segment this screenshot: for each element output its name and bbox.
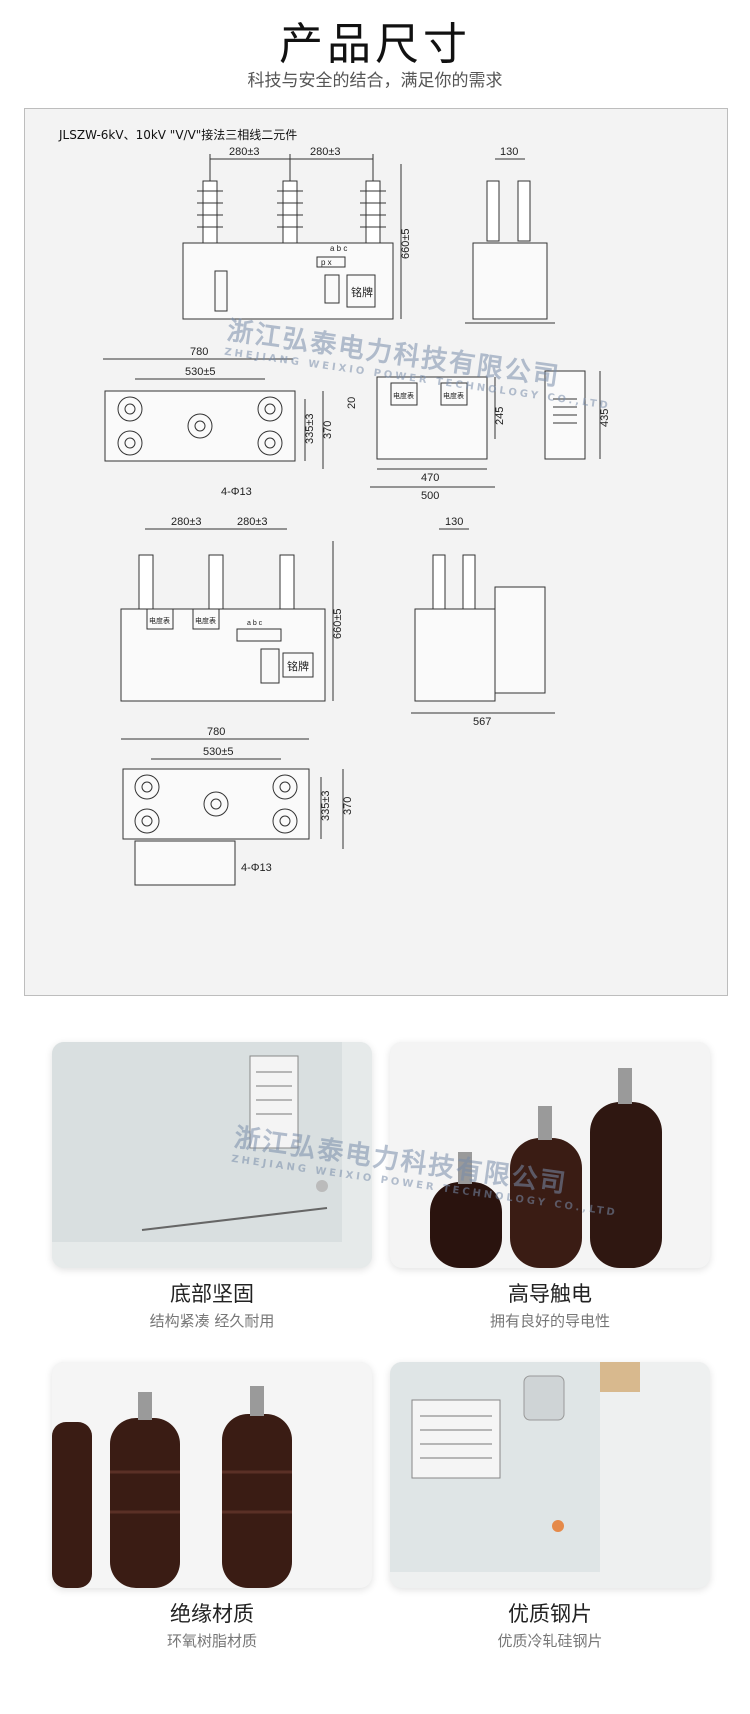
feature-title-base: 底部坚固 (170, 1282, 254, 1306)
box1-dim-side-height: 435 (599, 409, 611, 427)
px-label: p x (321, 258, 332, 267)
feature-image-steel (390, 1362, 710, 1588)
mid-nameplate: 铭牌 (287, 659, 309, 673)
box1-meter-right: 电度表 (443, 391, 464, 400)
box1-dim-width: 500 (421, 490, 439, 502)
mid-meter-left: 电度表 (149, 616, 170, 625)
dim-height: 660±5 (400, 228, 412, 259)
page-subtitle: 科技与安全的结合，满足你的需求 (247, 71, 503, 91)
plan1-dim-depth-inner: 335±3 (304, 413, 316, 444)
plan-view-1: 780 530±5 335±3 370 4-Φ13 (103, 346, 334, 498)
feature-subtitle-steel: 优质冷轧硅钢片 (497, 1632, 603, 1650)
plan1-holes: 4-Φ13 (221, 486, 252, 498)
feature-card-conductor (390, 1042, 710, 1268)
dim-pitch-left: 280±3 (229, 146, 260, 158)
dim-side-width: 130 (500, 146, 518, 158)
plan2-dim-depth: 370 (342, 797, 354, 815)
box1-dim-top: 20 (346, 397, 358, 409)
plan1-dim-depth: 370 (322, 421, 334, 439)
plan1-dim-total: 780 (190, 346, 208, 358)
front-view-top: 280±3 280±3 (182, 146, 555, 324)
mid-meter-right: 电度表 (195, 616, 216, 625)
nameplate-label: 铭牌 (351, 285, 373, 299)
feature-card-base (52, 1042, 372, 1268)
dimension-drawing-panel: JLSZW-6kV、10kV "V/V"接法三相线二元件 280±3 280±3 (24, 108, 728, 996)
plan2-dim-mount: 530±5 (203, 746, 234, 758)
mid-dim-pitch-left: 280±3 (171, 516, 202, 528)
mid-dim-side-width: 130 (445, 516, 463, 528)
front-view-mid: 280±3 280±3 电度表 电度表 a b c 铭牌 660±5 130 (120, 516, 555, 728)
mid-terminal-label: a b c (247, 620, 263, 627)
terminal-label: a b c (330, 244, 347, 253)
page-title: 产品尺寸 (279, 19, 471, 70)
mid-dim-side-total: 567 (473, 716, 491, 728)
feature-title-steel: 优质钢片 (508, 1602, 592, 1626)
plan2-holes: 4-Φ13 (241, 862, 272, 874)
box1-dim-width-inner: 470 (421, 472, 439, 484)
mid-dim-pitch-right: 280±3 (237, 516, 268, 528)
box-view-1: 电度表 电度表 20 245 470 500 435 (346, 370, 611, 502)
dimension-drawing: 280±3 280±3 (103, 146, 611, 886)
insulator (277, 164, 303, 244)
box1-dim-inner: 245 (494, 407, 506, 425)
feature-title-insulation: 绝缘材质 (170, 1602, 254, 1626)
plan2-dim-total: 780 (207, 726, 225, 738)
spec-label: JLSZW-6kV、10kV "V/V"接法三相线二元件 (59, 128, 298, 142)
feature-image-conductor (390, 1042, 710, 1268)
plan1-dim-mount: 530±5 (185, 366, 216, 378)
dim-pitch-right: 280±3 (310, 146, 341, 158)
feature-image-insulation (52, 1362, 372, 1588)
feature-subtitle-base: 结构紧凑 经久耐用 (149, 1312, 275, 1330)
box1-meter-left: 电度表 (393, 391, 414, 400)
feature-subtitle-insulation: 环氧树脂材质 (166, 1632, 257, 1650)
insulator (197, 164, 223, 244)
plan2-dim-depth-inner: 335±3 (320, 790, 332, 821)
plan-view-2: 780 530±5 335±3 370 4-Φ13 (121, 726, 354, 886)
feature-image-base (52, 1042, 372, 1268)
feature-subtitle-conductor: 拥有良好的导电性 (489, 1312, 610, 1330)
mid-dim-height: 660±5 (332, 608, 344, 639)
insulator (360, 164, 386, 244)
feature-title-conductor: 高导触电 (508, 1282, 592, 1306)
feature-card-steel (390, 1362, 710, 1588)
feature-card-insulation (52, 1362, 372, 1588)
